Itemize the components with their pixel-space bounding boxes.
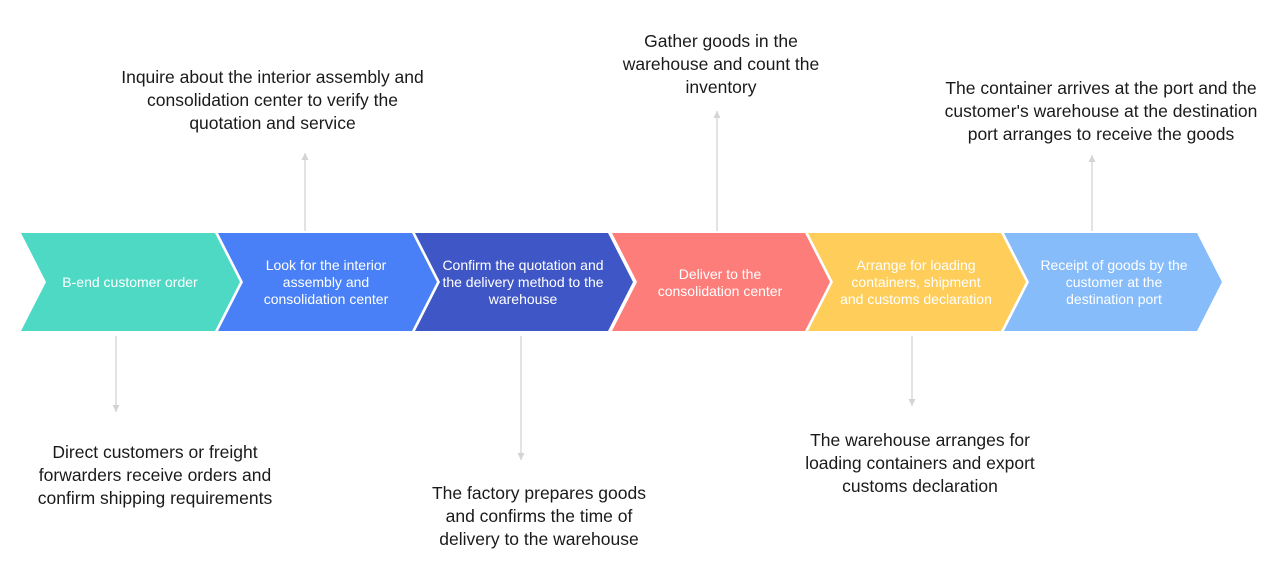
chevron-step-2 <box>218 233 437 331</box>
chevron-step-4 <box>612 233 830 331</box>
note-step-4: Gather goods in the warehouse and count … <box>622 31 820 97</box>
chevron-steps <box>21 233 1222 331</box>
chevron-step-3 <box>415 233 633 331</box>
note-step-5: The warehouse arranges for loading conta… <box>805 430 1035 496</box>
connector-arrow-1 <box>112 336 120 412</box>
step-label-4: Deliver to the consolidation center <box>657 265 783 299</box>
chevron-step-5 <box>808 233 1026 331</box>
connector-arrow-4 <box>713 111 721 231</box>
note-step-1: Direct customers or freight forwarders r… <box>37 442 273 508</box>
step-label-2: Look for the interior assembly and conso… <box>263 257 389 307</box>
connector-arrow-3 <box>517 336 525 460</box>
connector-arrow-2 <box>301 153 309 231</box>
note-step-2: Inquire about the interior assembly and … <box>121 67 424 133</box>
step-label-6: Receipt of goods by the customer at the … <box>1040 257 1188 307</box>
note-step-3: The factory prepares goods and confirms … <box>431 483 646 549</box>
connector-lines <box>112 111 1096 460</box>
connector-arrow-5 <box>908 336 916 406</box>
chevron-step-6 <box>1004 233 1222 331</box>
connector-arrow-6 <box>1088 155 1096 231</box>
chevron-step-1 <box>21 233 240 331</box>
note-step-6: The container arrives at the port and th… <box>944 78 1258 144</box>
step-label-5: Arrange for loading containers, shipment… <box>840 257 992 307</box>
step-label-3: Confirm the quotation and the delivery m… <box>442 257 604 307</box>
step-label-1: B-end customer order <box>62 274 198 290</box>
